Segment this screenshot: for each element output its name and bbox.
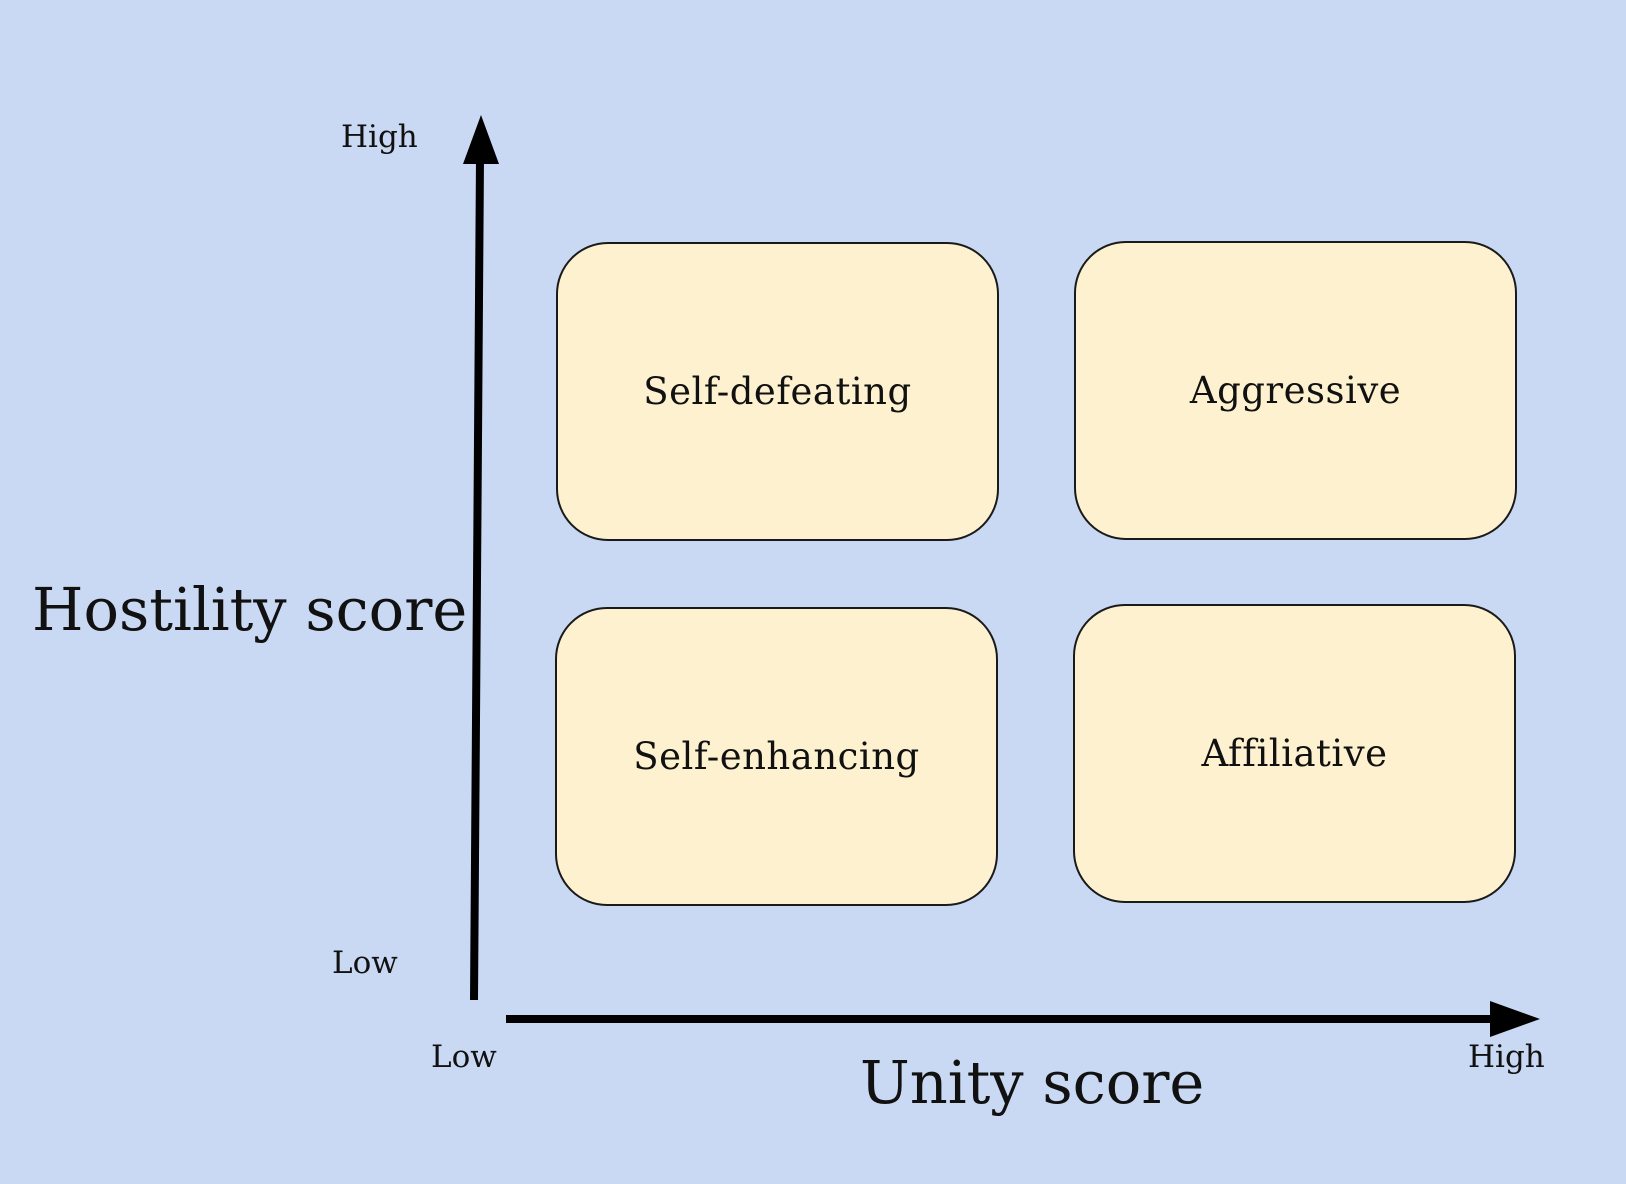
y-axis-title: Hostility score — [32, 575, 468, 644]
quadrant-label: Aggressive — [1189, 369, 1402, 412]
quadrant-self-enhancing: Self-enhancing — [555, 607, 998, 906]
quadrant-label: Affiliative — [1201, 732, 1388, 775]
y-axis-high-label: High — [341, 119, 418, 155]
x-axis-high-label: High — [1468, 1039, 1545, 1075]
y-axis-line — [470, 157, 484, 1001]
quadrant-label: Self-defeating — [643, 370, 912, 413]
x-axis-arrowhead — [1490, 1001, 1540, 1037]
x-axis-low-label: Low — [431, 1039, 497, 1075]
quadrant-label: Self-enhancing — [633, 735, 920, 778]
y-axis-low-label: Low — [332, 945, 398, 981]
quadrant-aggressive: Aggressive — [1074, 241, 1517, 540]
quadrant-self-defeating: Self-defeating — [556, 242, 999, 541]
x-axis-title: Unity score — [860, 1048, 1205, 1117]
quadrant-affiliative: Affiliative — [1073, 604, 1516, 903]
y-axis-arrowhead — [463, 115, 499, 164]
